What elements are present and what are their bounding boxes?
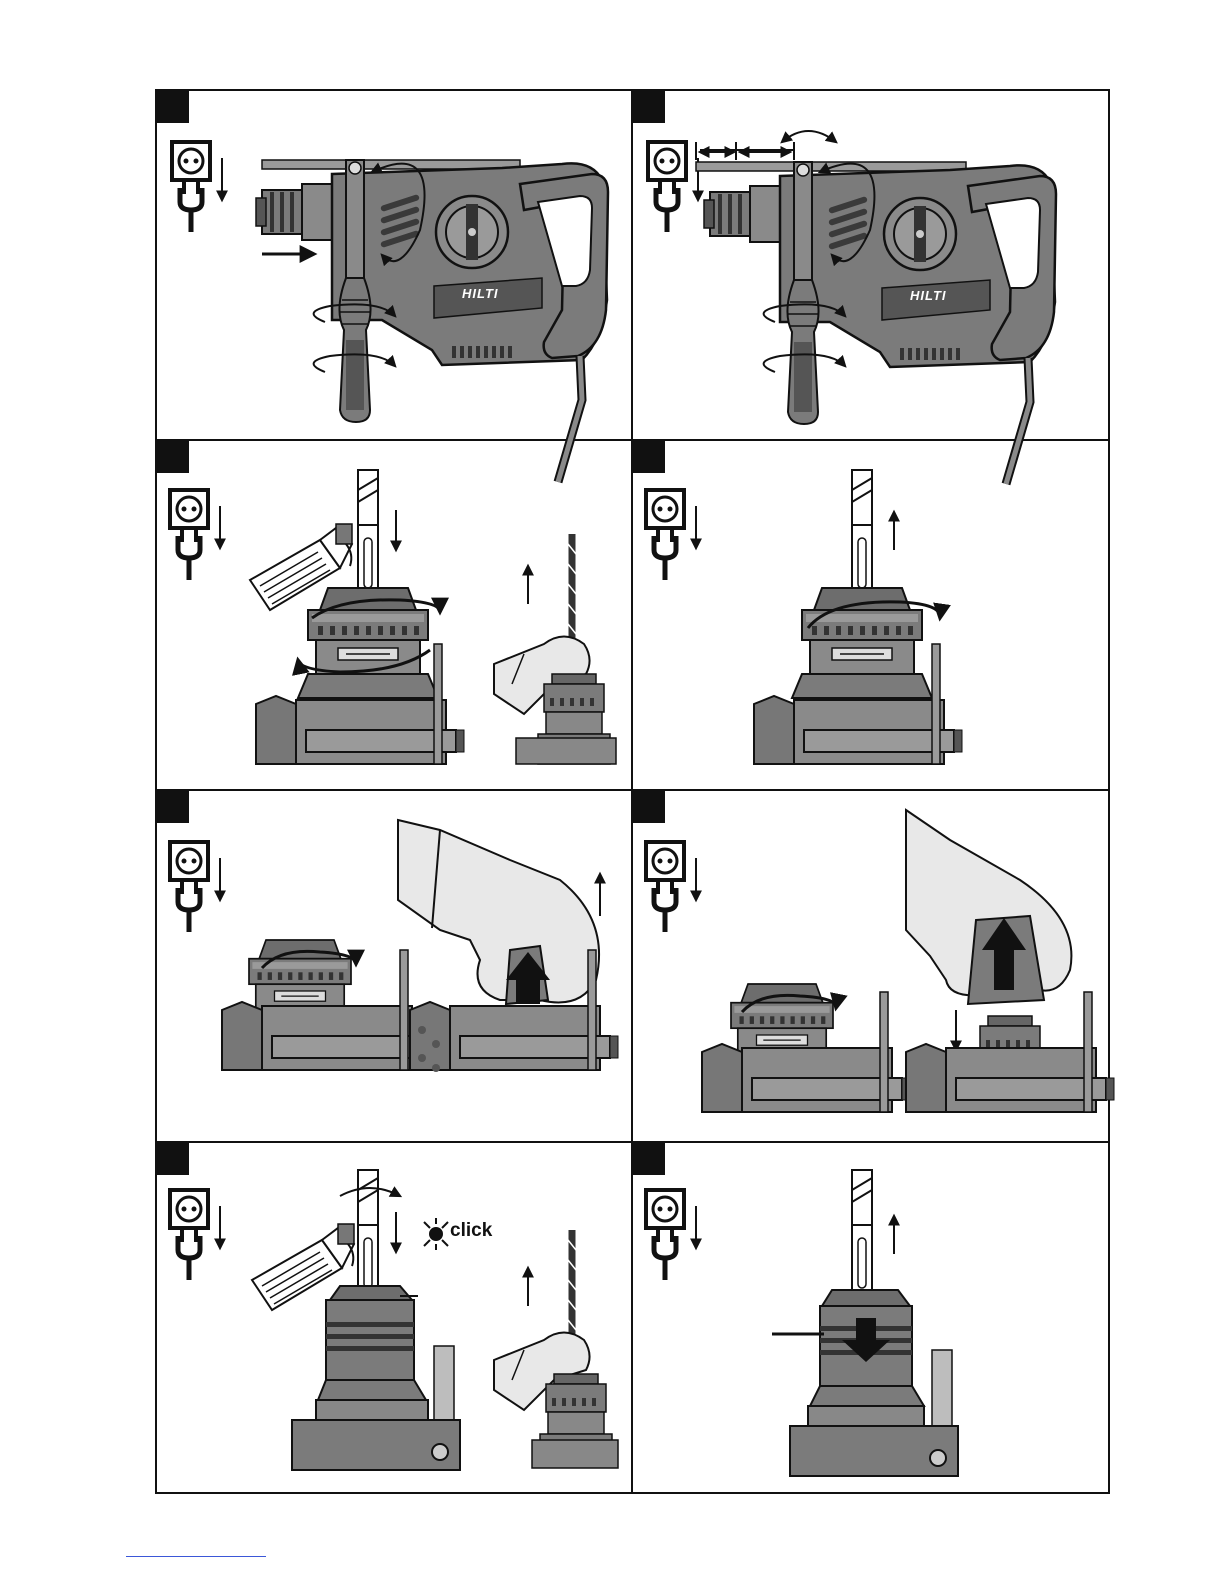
panel-6-fit-chuck	[646, 810, 1114, 1112]
unplug-icon	[646, 490, 696, 580]
panel-2-depth-gauge: HILTI	[648, 131, 1056, 484]
unplug-icon	[646, 1190, 696, 1280]
unplug-icon	[170, 490, 220, 580]
unplug-icon	[646, 842, 696, 932]
panel-8-remove-bit-lock	[646, 1170, 958, 1476]
unplug-icon	[172, 142, 222, 232]
unplug-icon	[648, 142, 698, 232]
panel-3-insert-bit	[170, 470, 616, 764]
unplug-icon	[170, 1190, 220, 1280]
brand-label: HILTI	[910, 288, 947, 303]
click-label: click	[450, 1220, 493, 1241]
panel-1-side-handle-mount: HILTI	[172, 142, 608, 482]
panel-7-insert-bit-click: click	[170, 1170, 618, 1470]
brand-label: HILTI	[462, 286, 499, 301]
click-burst-icon	[424, 1218, 448, 1250]
footer-link-line	[126, 1556, 266, 1557]
panel-5-remove-chuck	[170, 820, 618, 1072]
panel-4-remove-bit	[646, 470, 962, 764]
unplug-icon	[170, 842, 220, 932]
